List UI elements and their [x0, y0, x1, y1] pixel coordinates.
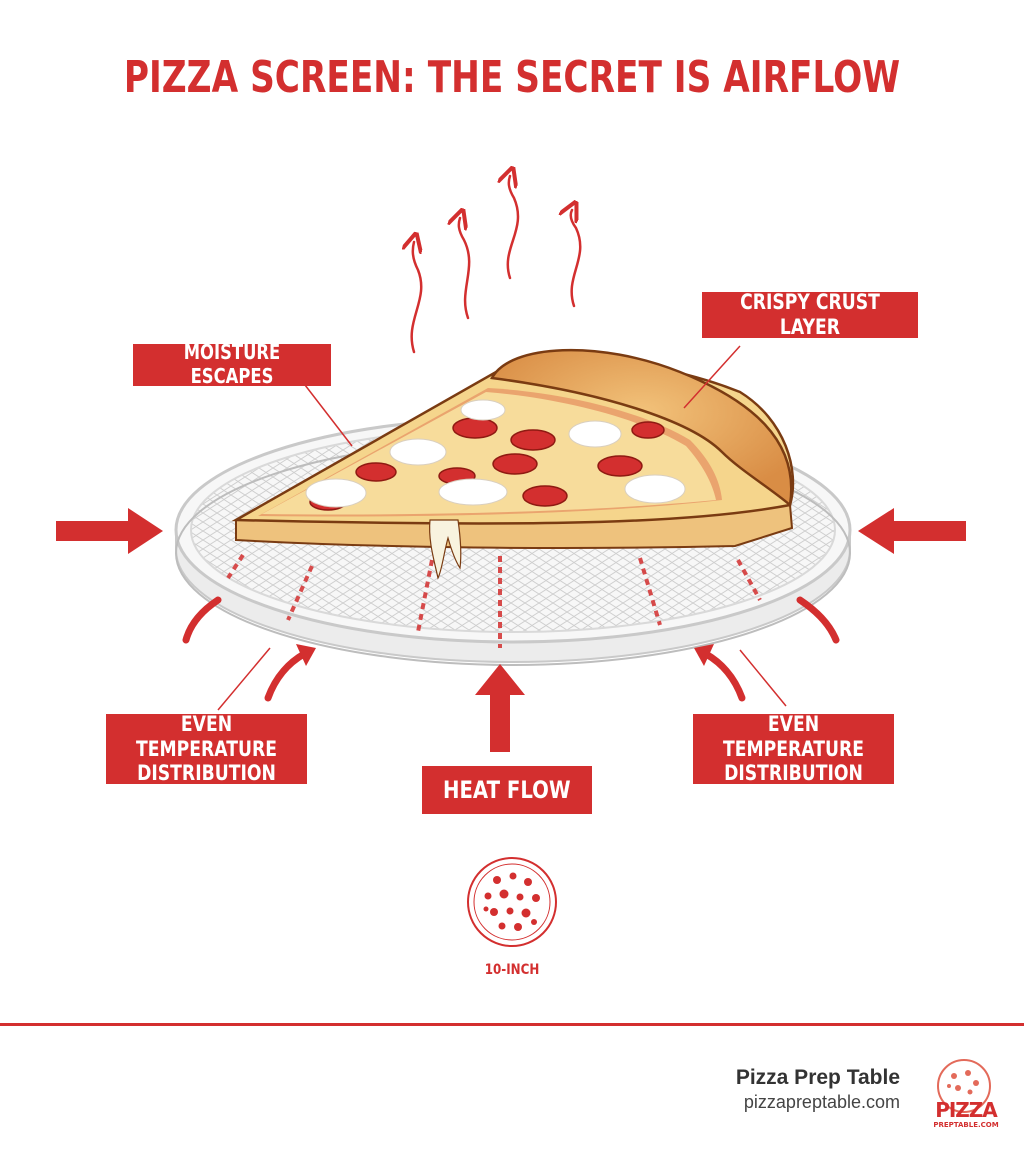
footer-divider: [0, 1023, 1024, 1026]
brand-name: Pizza Prep Table: [735, 1066, 900, 1089]
label-heat-flow: HEAT FLOW: [422, 766, 592, 814]
label-crispy-crust: CRISPY CRUST LAYER: [702, 290, 918, 339]
label-even-temperature-left: EVEN TEMPERATURE DISTRIBUTION: [106, 712, 307, 785]
label-moisture-escapes: MOISTURE ESCAPES: [133, 341, 331, 388]
size-caption: 10-INCH: [484, 962, 540, 978]
page-title: PIZZA SCREEN: THE SECRET IS AIRFLOW: [123, 52, 901, 103]
airflow-diagram: [56, 0, 966, 947]
pizza-slice-icon: [231, 348, 795, 580]
brand-url[interactable]: pizzapreptable.com: [743, 1092, 900, 1112]
heat-arrow-icon: [56, 508, 966, 752]
label-even-temperature-right: EVEN TEMPERATURE DISTRIBUTION: [693, 712, 894, 785]
logo-subtext: PREPTABLE.COM: [933, 1121, 999, 1129]
brand-logo-icon: [937, 1059, 991, 1113]
brand-block: Pizza Prep Table pizzapreptable.com: [736, 1066, 900, 1113]
steam-arrow-icon: [412, 176, 582, 354]
logo-wordmark: PIZZA: [935, 1098, 998, 1122]
mini-pizza-icon: [467, 857, 557, 947]
